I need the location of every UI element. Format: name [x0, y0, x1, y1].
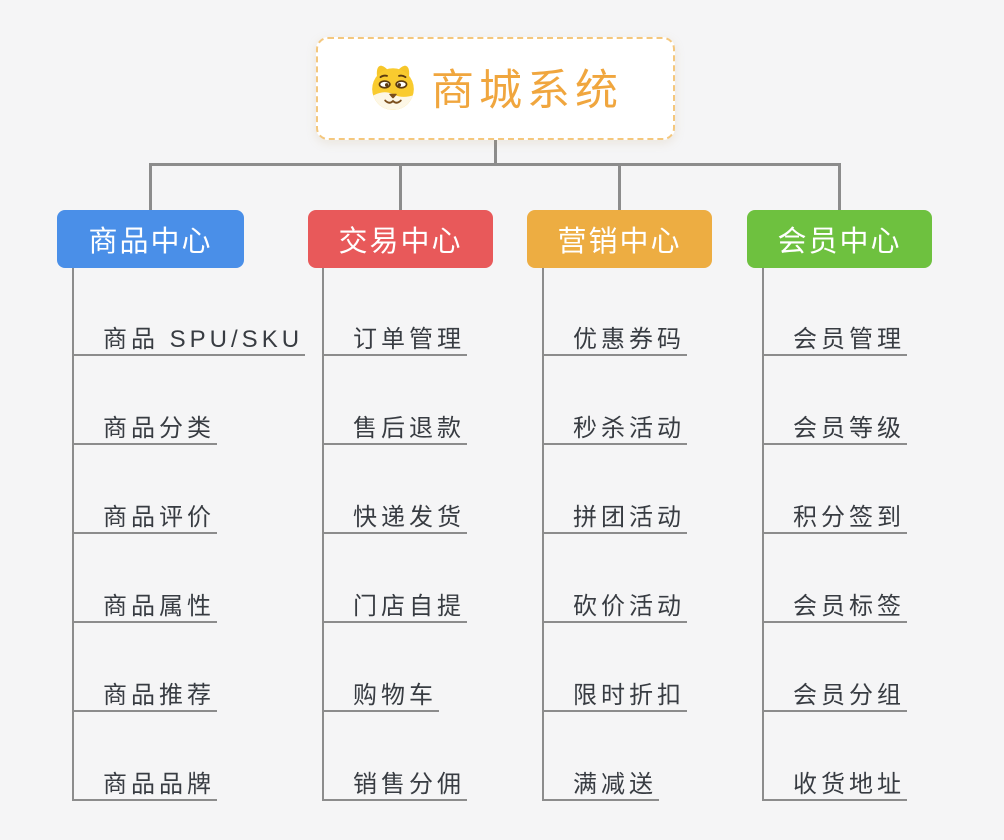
child-node[interactable]: 门店自提 [322, 583, 467, 623]
child-node[interactable]: 会员等级 [762, 405, 907, 445]
child-node[interactable]: 购物车 [322, 672, 439, 712]
branch-label: 营销中心 [557, 226, 682, 258]
branch-label: 交易中心 [338, 226, 463, 258]
branch-connector-drop [618, 163, 621, 210]
branch-label: 商品中心 [88, 226, 213, 258]
branch-trunk-line [322, 268, 324, 801]
branch-connector-drop [149, 163, 152, 210]
branch-node-member-center[interactable]: 会员中心 [747, 210, 932, 268]
branch-connector-drop [838, 163, 841, 210]
child-node[interactable]: 满减送 [542, 761, 659, 801]
child-node[interactable]: 商品分类 [72, 405, 217, 445]
branch-connector-drop [399, 163, 402, 210]
child-node[interactable]: 积分签到 [762, 494, 907, 534]
child-node[interactable]: 售后退款 [322, 405, 467, 445]
branch-node-marketing-center[interactable]: 营销中心 [527, 210, 712, 268]
branch-trunk-line [72, 268, 74, 801]
child-node[interactable]: 商品属性 [72, 583, 217, 623]
child-node[interactable]: 会员管理 [762, 316, 907, 356]
branch-connector-bar [149, 163, 841, 166]
branch-node-trade-center[interactable]: 交易中心 [308, 210, 493, 268]
doge-icon [372, 65, 414, 110]
child-node[interactable]: 快递发货 [322, 494, 467, 534]
child-node[interactable]: 秒杀活动 [542, 405, 687, 445]
child-node[interactable]: 商品推荐 [72, 672, 217, 712]
child-node[interactable]: 优惠券码 [542, 316, 687, 356]
child-node[interactable]: 商品品牌 [72, 761, 217, 801]
branch-label: 会员中心 [777, 226, 902, 258]
root-connector-stem [494, 140, 497, 165]
child-node[interactable]: 销售分佣 [322, 761, 467, 801]
child-node[interactable]: 会员标签 [762, 583, 907, 623]
child-node[interactable]: 砍价活动 [542, 583, 687, 623]
root-label: 商城系统 [431, 66, 623, 115]
child-node[interactable]: 商品 SPU/SKU [72, 316, 306, 356]
child-node[interactable]: 会员分组 [762, 672, 907, 712]
child-node[interactable]: 收货地址 [762, 761, 907, 801]
child-node[interactable]: 订单管理 [322, 316, 467, 356]
child-node[interactable]: 限时折扣 [542, 672, 687, 712]
child-node[interactable]: 拼团活动 [542, 494, 687, 534]
branch-trunk-line [542, 268, 544, 801]
root-node[interactable]: 商城系统 [316, 37, 675, 140]
branch-trunk-line [762, 268, 764, 801]
branch-node-product-center[interactable]: 商品中心 [57, 210, 244, 268]
child-node[interactable]: 商品评价 [72, 494, 217, 534]
